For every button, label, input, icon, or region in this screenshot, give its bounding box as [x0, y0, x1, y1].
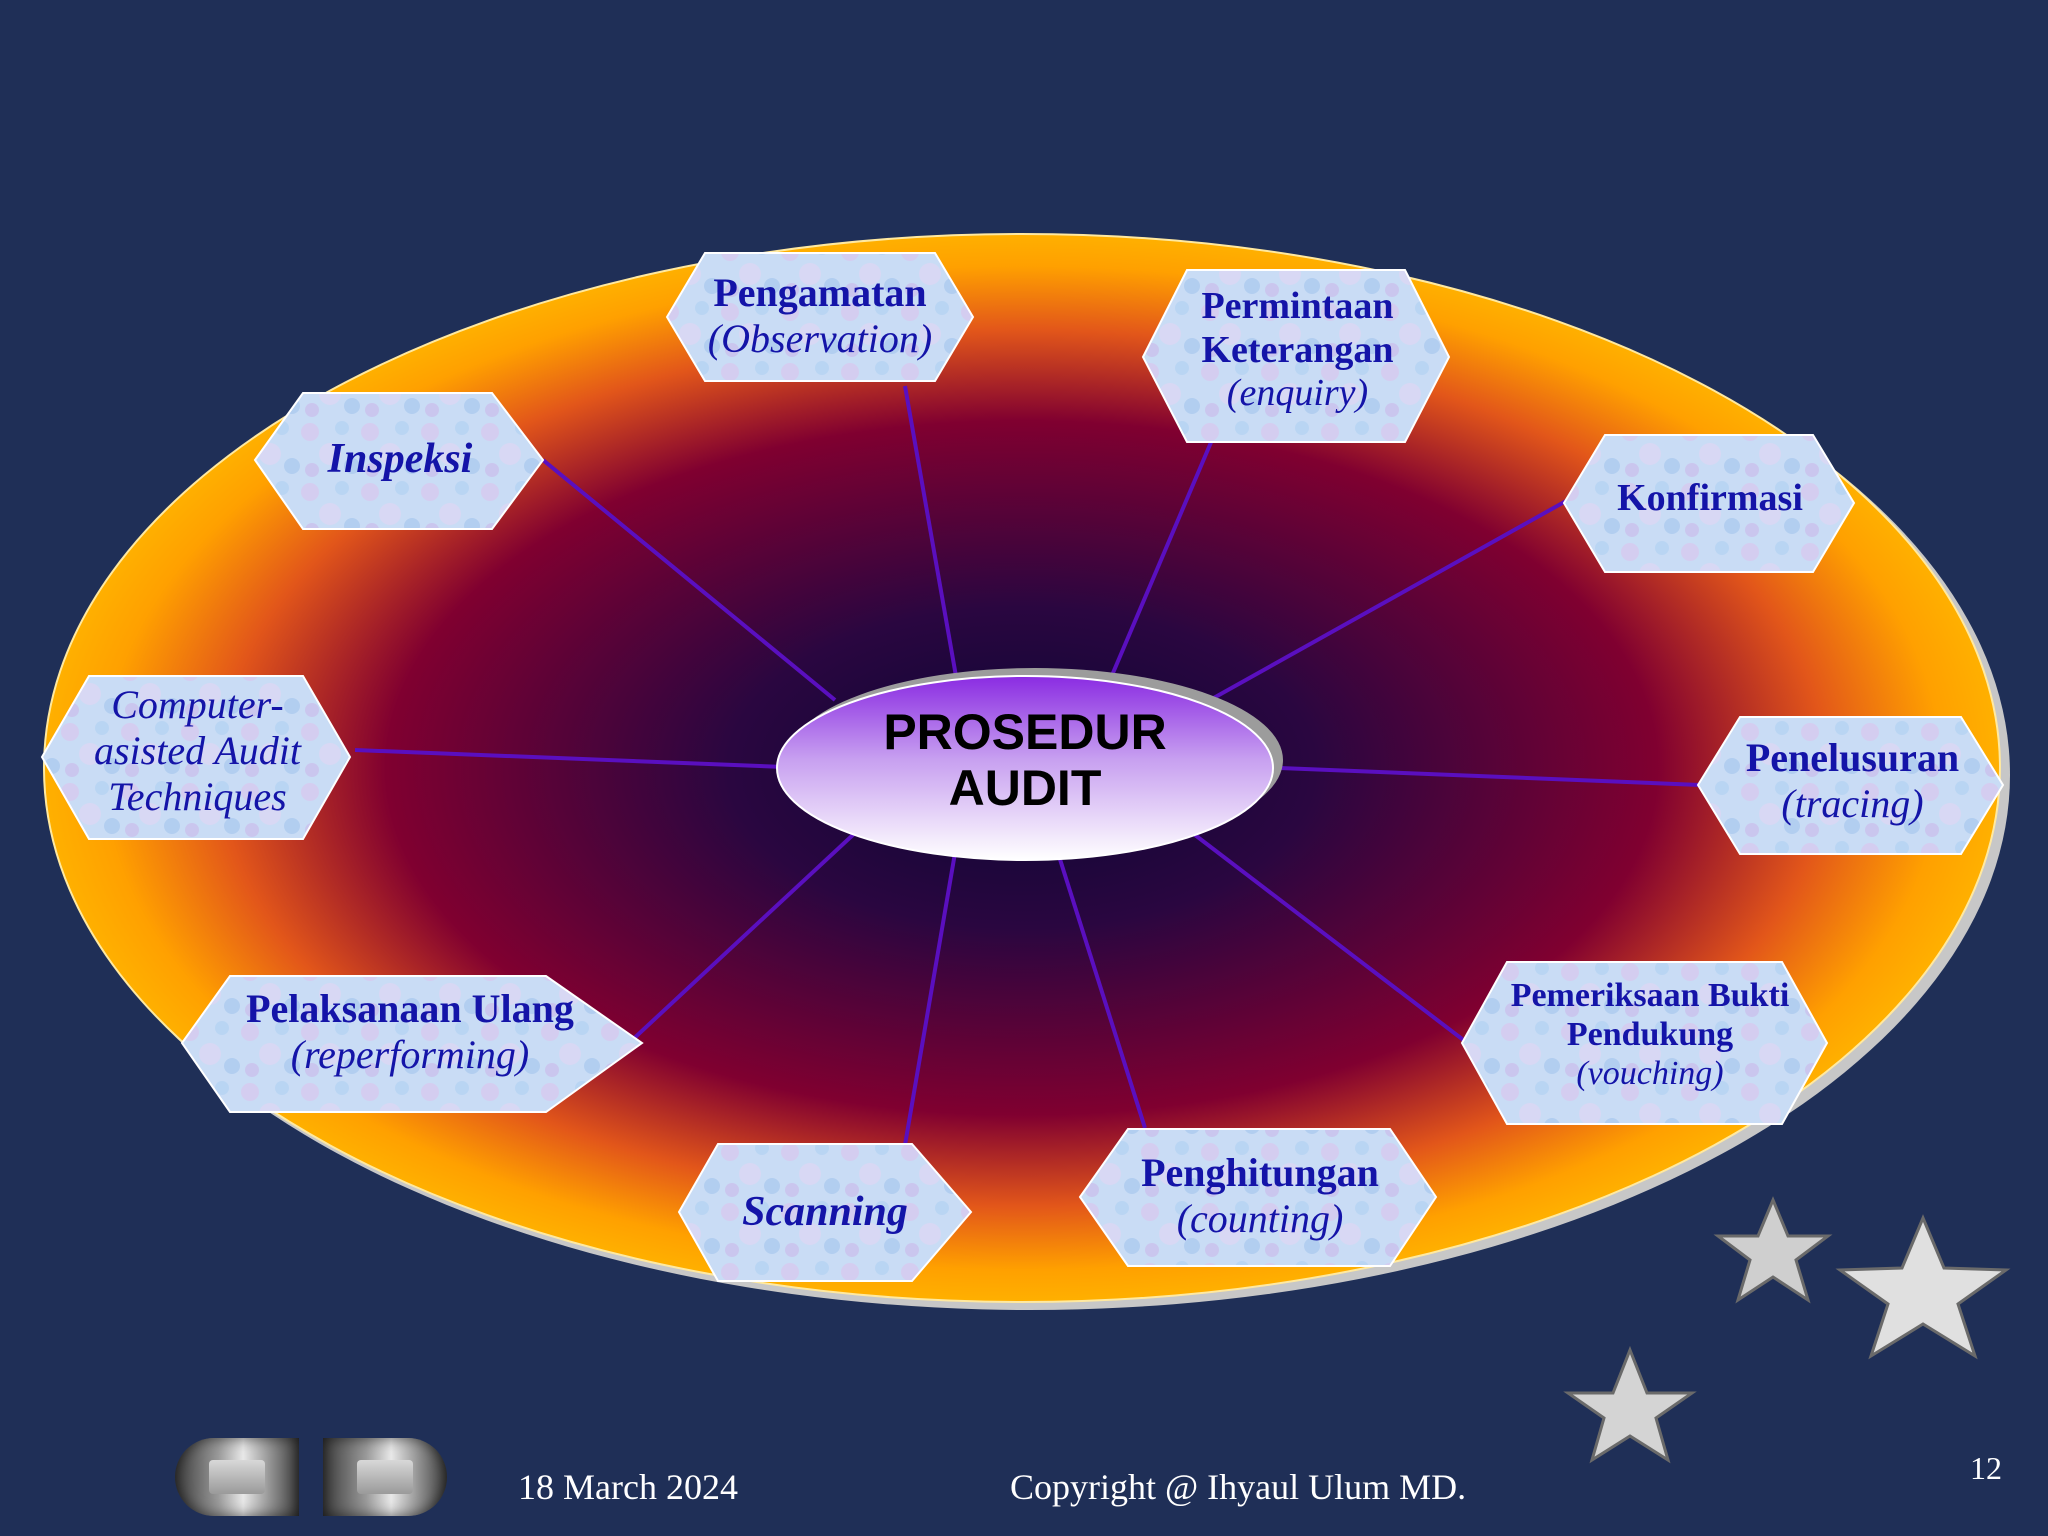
hex-caat [40, 675, 352, 840]
node-penghitungan: Penghitungan (counting) [1110, 1150, 1410, 1242]
star-icon [1563, 1345, 1697, 1464]
connector-lines [354, 385, 1701, 1146]
page-number: 12 [1970, 1450, 2002, 1486]
node-sub: (reperforming) [290, 1032, 530, 1077]
node-title: Konfirmasi [1617, 477, 1803, 519]
node-title: Pengamatan [713, 270, 927, 315]
star-icon [1713, 1196, 1833, 1304]
node-sub: (vouching) [1576, 1055, 1724, 1093]
center-label-line2: AUDIT [948, 760, 1102, 816]
hex-pengamatan [665, 252, 975, 382]
node-pemeriksaan: Pemeriksaan Bukti Pendukung (vouching) [1480, 976, 1820, 1093]
node-konfirmasi: Konfirmasi [1605, 477, 1815, 521]
star-icon [1835, 1214, 2011, 1360]
connector-pengamatan [903, 385, 959, 683]
center-label: PROSEDUR AUDIT [825, 707, 1225, 813]
footer-copyright: Copyright @ Ihyaul Ulum MD. [1010, 1467, 1467, 1507]
node-sub: Computer-asisted Audit Techniques [93, 682, 302, 819]
node-pelaksanaan: Pelaksanaan Ulang (reperforming) [225, 986, 595, 1078]
node-title: Pelaksanaan Ulang [246, 986, 574, 1031]
node-sub: (enquiry) [1226, 372, 1369, 415]
connector-pelaksanaan [628, 831, 857, 1044]
hex-penelusuran [1696, 716, 2005, 855]
node-scanning: Scanning [700, 1188, 950, 1236]
connector-penelusuran [1279, 766, 1701, 787]
next-slide-button[interactable] [323, 1438, 447, 1516]
center-ellipse [776, 675, 1274, 861]
hex-scanning [677, 1143, 973, 1282]
hex-konfirmasi [1562, 434, 1856, 573]
previous-slide-button[interactable] [175, 1438, 299, 1516]
node-title: Penelusuran [1745, 735, 1960, 780]
node-sub: (counting) [1176, 1196, 1344, 1241]
footer-date: 18 March 2024 [518, 1467, 738, 1507]
node-sub: (Observation) [707, 316, 933, 361]
node-permintaan: Permintaan Keterangan (enquiry) [1170, 285, 1425, 416]
star-decorations [1563, 1196, 2011, 1464]
hex-pemeriksaan [1460, 961, 1829, 1125]
node-title: Scanning [742, 1189, 908, 1235]
connector-konfirmasi [1209, 494, 1576, 702]
hex-permintaan [1141, 269, 1451, 443]
connector-pemeriksaan [1193, 833, 1468, 1044]
hex-pelaksanaan [180, 975, 644, 1113]
connector-scanning [903, 852, 957, 1146]
node-title: Permintaan Keterangan [1201, 285, 1394, 371]
connector-caat [354, 748, 786, 769]
node-title: Inspeksi [327, 436, 473, 482]
node-caat: Computer-asisted Audit Techniques [80, 682, 315, 820]
hex-penghitungan [1078, 1128, 1438, 1267]
node-pengamatan: Pengamatan (Observation) [670, 270, 970, 362]
node-penelusuran: Penelusuran (tracing) [1720, 735, 1985, 827]
connector-penghitungan [1056, 852, 1147, 1129]
node-sub: (tracing) [1781, 781, 1924, 826]
connector-inspeksi [541, 458, 837, 702]
hex-inspeksi [253, 392, 545, 530]
center-label-line1: PROSEDUR [883, 704, 1167, 760]
node-inspeksi: Inspeksi [290, 435, 510, 483]
node-title: Pemeriksaan Bukti Pendukung [1510, 977, 1790, 1054]
node-title: Penghitungan [1141, 1150, 1379, 1195]
connector-permintaan [1108, 439, 1214, 681]
